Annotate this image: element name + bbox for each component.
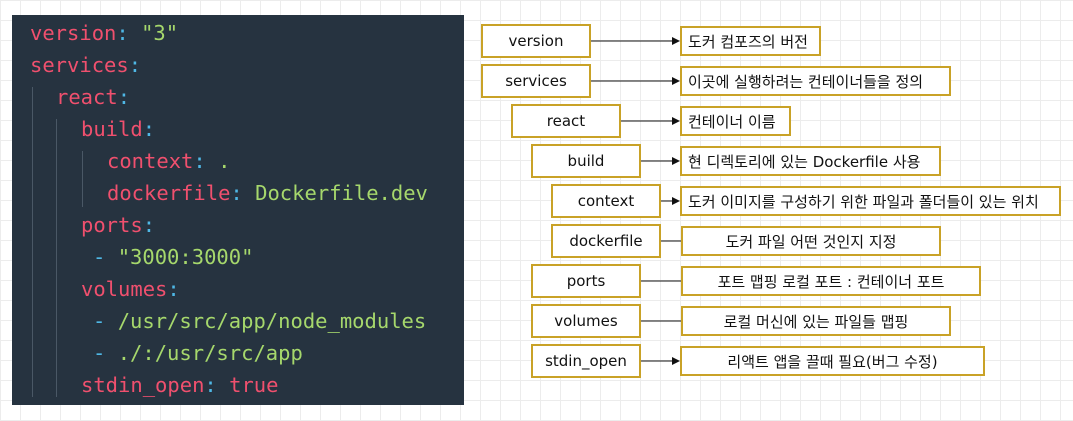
code-line-volumes: volumes:	[81, 277, 180, 301]
code-line-services: services:	[30, 53, 142, 77]
code-line-volume-node-modules: - /usr/src/app/node_modules	[93, 309, 427, 333]
node-services: services	[481, 64, 591, 98]
code-line-dockerfile: dockerfile: Dockerfile.dev	[107, 181, 428, 205]
code-line-react: react:	[56, 85, 131, 109]
code-line-build: build:	[81, 117, 156, 141]
desc-stdin-open: 리액트 앱을 끌때 필요(버그 수정)	[680, 346, 985, 376]
node-build: build	[531, 144, 641, 178]
code-line-volume-app: - ./:/usr/src/app	[93, 341, 303, 365]
indent-guide	[32, 87, 33, 397]
yaml-code-panel: version: "3" services: react: build: con…	[12, 15, 464, 405]
desc-volumes: 로컬 머신에 있는 파일들 맵핑	[681, 306, 951, 336]
code-line-ports: ports:	[81, 213, 156, 237]
desc-ports: 포트 맵핑 로컬 포트 : 컨테이너 포트	[681, 266, 981, 296]
indent-guide	[82, 151, 83, 207]
desc-build: 현 디렉토리에 있는 Dockerfile 사용	[680, 146, 941, 176]
code-line-version: version: "3"	[30, 21, 179, 45]
node-dockerfile: dockerfile	[551, 224, 661, 258]
desc-services: 이곳에 실행하려는 컨테이너들을 정의	[680, 66, 951, 96]
node-ports: ports	[531, 264, 641, 298]
desc-dockerfile: 도커 파일 어떤 것인지 지정	[681, 226, 941, 256]
code-line-stdin-open: stdin_open: true	[81, 373, 279, 397]
code-line-context: context: .	[107, 149, 231, 173]
node-stdin-open: stdin_open	[531, 344, 641, 378]
node-react: react	[511, 104, 621, 138]
indent-guide	[56, 119, 57, 397]
desc-react: 컨테이너 이름	[680, 106, 791, 136]
code-line-port-mapping: - "3000:3000"	[93, 245, 254, 269]
node-version: version	[481, 24, 591, 58]
desc-version: 도커 컴포즈의 버전	[680, 26, 821, 56]
desc-context: 도커 이미지를 구성하기 위한 파일과 폴더들이 있는 위치	[680, 186, 1061, 216]
node-context: context	[551, 184, 661, 218]
node-volumes: volumes	[531, 304, 641, 338]
